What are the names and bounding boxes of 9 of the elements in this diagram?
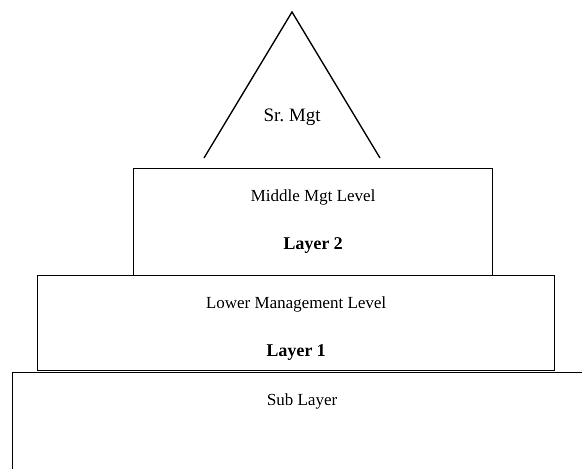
level-label: Sub Layer: [266, 391, 338, 408]
level-label: Middle Mgt Level: [250, 187, 376, 204]
level-label: Lower Management Level: [206, 294, 386, 311]
level-box: [133, 168, 493, 276]
layer-label: Layer 1: [266, 341, 326, 359]
level-box: [37, 275, 555, 371]
level-box: [12, 372, 582, 469]
level-label: Sr. Mgt: [262, 106, 322, 125]
layer-label: Layer 2: [283, 234, 343, 252]
